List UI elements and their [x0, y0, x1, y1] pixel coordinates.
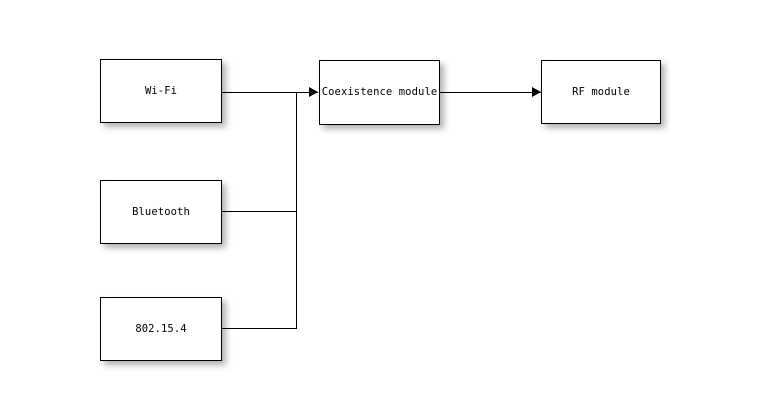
edge-coexistence-to-rf	[440, 92, 541, 93]
node-coexistence-module[interactable]: Coexistence module	[319, 60, 440, 125]
arrowhead-into-coexistence	[309, 87, 318, 97]
arrowhead-into-rf	[532, 87, 541, 97]
node-802-15-4-label: 802.15.4	[135, 322, 187, 335]
node-bluetooth[interactable]: Bluetooth	[100, 180, 222, 244]
edge-bus-vertical	[296, 92, 297, 328]
node-802-15-4[interactable]: 802.15.4	[100, 297, 222, 361]
edge-zigbee-to-bus	[222, 328, 297, 329]
edge-bluetooth-to-bus	[222, 211, 297, 212]
node-rf-module-label: RF module	[572, 85, 630, 98]
node-coexistence-module-label: Coexistence module	[321, 86, 438, 99]
node-rf-module[interactable]: RF module	[541, 60, 661, 124]
node-wifi[interactable]: Wi-Fi	[100, 59, 222, 123]
edge-wifi-to-coexistence-segment	[222, 92, 318, 93]
node-wifi-label: Wi-Fi	[144, 84, 178, 97]
node-bluetooth-label: Bluetooth	[132, 205, 190, 218]
